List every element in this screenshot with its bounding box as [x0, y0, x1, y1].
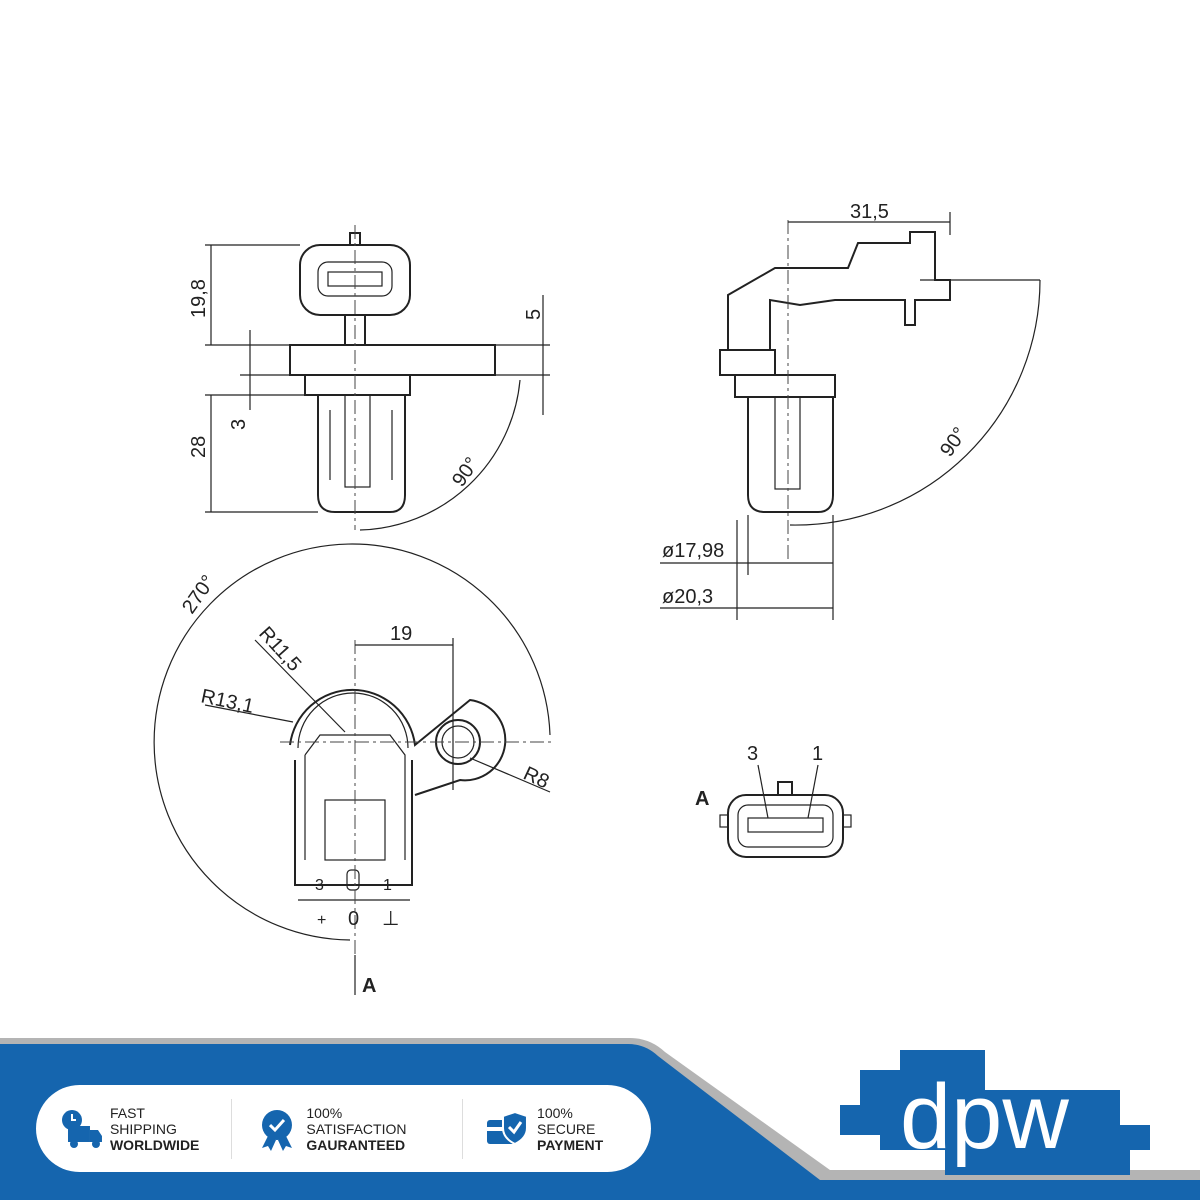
shipping-truck-icon	[61, 1109, 102, 1148]
feature-line2: PAYMENT	[537, 1136, 604, 1153]
dim-31-5: 31,5	[850, 201, 889, 223]
front-view: 19,8 28 3 5 90°	[188, 225, 550, 531]
dim-angle-270: 270°	[178, 571, 220, 618]
zero-symbol: 0	[348, 908, 359, 930]
side-view: 31,5 90° ø17,98 ø20,3	[660, 201, 1041, 620]
feature-line1: 100% SATISFACTION	[306, 1104, 407, 1137]
dim-5: 5	[523, 309, 545, 320]
plus-symbol: +	[317, 912, 326, 929]
connector-pin-3-label: 3	[747, 743, 758, 765]
pin-3-label: 3	[315, 877, 324, 894]
view-a-label: A	[695, 788, 709, 810]
feature-line2: WORLDWIDE	[109, 1136, 200, 1153]
feature-line2: GAURANTEED	[306, 1136, 406, 1153]
connector-view-a: 3 1 A	[695, 743, 852, 858]
dim-3: 3	[228, 419, 250, 430]
secure-card-icon	[487, 1110, 529, 1145]
technical-drawing: 19,8 28 3 5 90° 31,5 90° ø17,98 ø20,3	[153, 201, 1041, 997]
connector-pin-1-label: 1	[812, 743, 823, 765]
feature-line1: 100% SECURE	[537, 1104, 596, 1137]
pin-1-label: 1	[383, 877, 392, 894]
dpw-logo: dpw	[840, 1050, 1150, 1175]
dim-angle-90-left: 90°	[448, 453, 483, 490]
dim-dia-17-98: ø17,98	[662, 540, 724, 562]
dim-19-8: 19,8	[188, 279, 210, 318]
dim-28: 28	[188, 436, 210, 458]
satisfaction-badge-icon	[262, 1109, 293, 1151]
dpw-logo-text: dpw	[900, 1066, 1069, 1168]
dim-dia-20-3: ø20,3	[662, 586, 713, 608]
top-view: 270° 19 R11,5 R13,1 R8 3 1 + 0 ⊥ A	[153, 543, 555, 997]
ground-symbol: ⊥	[382, 908, 399, 930]
view-a-bottom-label: A	[362, 975, 376, 997]
dim-r-11-5: R11,5	[254, 623, 305, 676]
dim-r-8: R8	[520, 763, 552, 794]
dim-r-13-1: R13,1	[199, 685, 256, 718]
feature-line1: FAST SHIPPING	[109, 1104, 177, 1137]
dim-19: 19	[390, 623, 412, 645]
